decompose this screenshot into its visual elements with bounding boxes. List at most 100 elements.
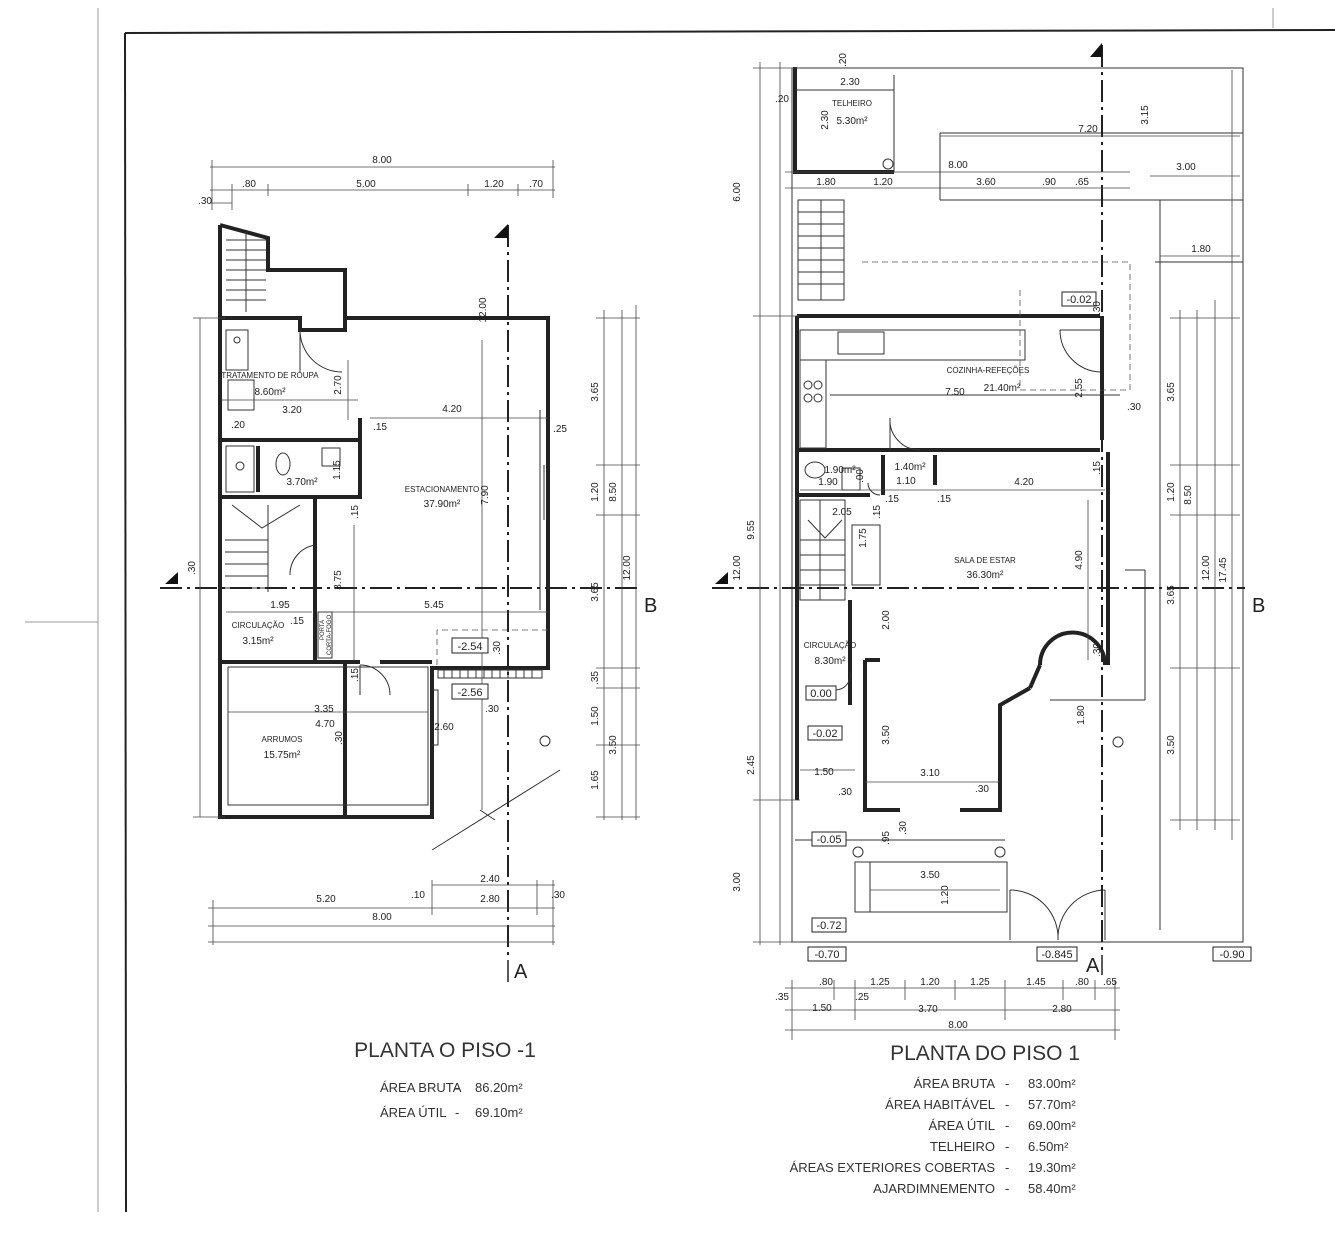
level-tag: -0.02 — [1066, 294, 1091, 306]
dim: .80 — [242, 179, 256, 190]
dim: 7.20 — [1078, 124, 1098, 135]
dim: 1.25 — [970, 977, 990, 988]
area-value: 19.30m² — [1028, 1160, 1076, 1175]
dim: 6.00 — [732, 182, 743, 202]
dim: 5.00 — [356, 179, 376, 190]
dim: .15 — [1092, 461, 1103, 475]
dim: 3.60 — [976, 177, 996, 188]
dim: 1.50 — [590, 706, 601, 726]
room-area: 3.15m² — [242, 636, 274, 647]
dim: .65 — [1075, 177, 1089, 188]
plan-piso-1: A B TELHEIRO 5.30m² COZINHA-REFEÇÕES 21.… — [712, 43, 1265, 1196]
dimension-texts-left: 8.00 .30 .80 5.00 1.20 .70 5.20 .10 2.40… — [187, 155, 633, 923]
fire-door-label-2: CORTA-FOGO — [327, 615, 333, 655]
section-a-label-right: A — [1086, 955, 1100, 977]
dim: 1.80 — [1076, 705, 1087, 725]
dim: 3.10 — [920, 768, 940, 779]
dim: 1.50 — [814, 767, 834, 778]
dim: .30 — [492, 641, 503, 655]
dim: 3.50 — [1166, 735, 1177, 755]
dim: 3.50 — [920, 870, 940, 881]
room-name: TELHEIRO — [832, 99, 872, 108]
dim: 1.80 — [816, 177, 836, 188]
dim: 2.55 — [1074, 378, 1085, 398]
dim: .30 — [975, 784, 989, 795]
dim: .30 — [187, 561, 198, 575]
area-dash: - — [1005, 1160, 1009, 1175]
dim: 12.00 — [478, 297, 489, 322]
dim: 12.00 — [622, 555, 633, 580]
dim: 1.90 — [818, 477, 838, 488]
area-dash: - — [1005, 1118, 1009, 1133]
dim: 4.70 — [315, 719, 335, 730]
room-area: 5.30m² — [836, 116, 868, 127]
dim: 2.60 — [434, 722, 454, 733]
dim: .15 — [872, 505, 883, 519]
area-dash: - — [1005, 1097, 1009, 1112]
dim: 2.70 — [333, 375, 344, 395]
dim: .15 — [350, 668, 361, 682]
dim: 8.00 — [948, 160, 968, 171]
dim: 7.90 — [480, 485, 491, 505]
dimension-lines-right — [753, 62, 1240, 1040]
dim: .80 — [819, 977, 833, 988]
area-label: ÁREA ÚTIL — [380, 1105, 446, 1120]
dim: .15 — [350, 505, 361, 519]
dim: 1.10 — [896, 476, 916, 487]
dim: .20 — [838, 53, 849, 67]
area-value: 69.00m² — [1028, 1118, 1076, 1133]
dim: .30 — [1127, 402, 1141, 413]
dim: 1.25 — [870, 977, 890, 988]
dim: .30 — [551, 890, 565, 901]
plan-left-title-block: PLANTA O PISO -1 ÁREA BRUTA - 86.20m² ÁR… — [354, 1039, 536, 1120]
dim: 1.15 — [332, 460, 343, 480]
dim: 9.55 — [746, 520, 757, 540]
level-tag: -0.70 — [814, 949, 839, 961]
room-area: 8.60m² — [254, 387, 286, 398]
dim: .35 — [590, 671, 601, 685]
dim: 2.30 — [820, 110, 831, 130]
area-value: 86.20m² — [475, 1080, 523, 1095]
area-value: 69.10m² — [475, 1105, 523, 1120]
dim: 3.70 — [918, 1004, 938, 1015]
rooms-left: TRATAMENTO DE ROUPA 8.60m² 3.70m² ESTACI… — [221, 371, 479, 761]
dim: .15 — [373, 422, 387, 433]
stairs-right-top — [797, 199, 845, 301]
room-area: 36.30m² — [967, 570, 1004, 581]
area-dash: - — [1005, 1181, 1009, 1196]
dim: 5.45 — [424, 600, 444, 611]
dim: .00 — [855, 469, 866, 483]
dim: 12.00 — [732, 555, 743, 580]
rooms-right: TELHEIRO 5.30m² COZINHA-REFEÇÕES 21.40m²… — [804, 99, 1030, 667]
room-name: CIRCULAÇÃO — [804, 641, 856, 650]
room-name: TRATAMENTO DE ROUPA — [221, 371, 319, 380]
area-label: TELHEIRO — [930, 1139, 995, 1154]
dim: 4.90 — [1074, 550, 1085, 570]
dim: 1.20 — [590, 482, 601, 502]
plan-title: PLANTA O PISO -1 — [354, 1039, 536, 1062]
garage-hatch — [431, 340, 561, 851]
plan-right-title-block: PLANTA DO PISO 1 ÁREA BRUTA - 83.00m² ÁR… — [790, 1042, 1080, 1196]
dim: .30 — [1092, 643, 1103, 657]
room-area: 8.30m² — [814, 656, 846, 667]
dim: 3.65 — [1166, 382, 1177, 402]
dim: 4.20 — [1014, 477, 1034, 488]
dim: 8.00 — [372, 155, 392, 166]
dim: 17.45 — [1218, 557, 1229, 582]
dim: 1.50 — [812, 1003, 832, 1014]
level-tag: -0.90 — [1219, 949, 1244, 961]
dim: 8.50 — [1183, 485, 1194, 505]
level-tag: -0.05 — [816, 834, 841, 846]
level-tag: 0.00 — [810, 688, 831, 700]
laundry-fixtures — [225, 329, 255, 411]
dim: 1.20 — [484, 179, 504, 190]
dim: .70 — [529, 179, 543, 190]
levels-left: -2.54 -2.56 — [451, 637, 489, 700]
dim: 1.45 — [1026, 977, 1046, 988]
room-name: ESTACIONAMENTO — [405, 485, 479, 494]
section-b-label-left: B — [644, 595, 657, 617]
dim: 5.20 — [316, 894, 336, 905]
level-tag: -2.56 — [457, 687, 482, 699]
dim: 1.20 — [920, 977, 940, 988]
